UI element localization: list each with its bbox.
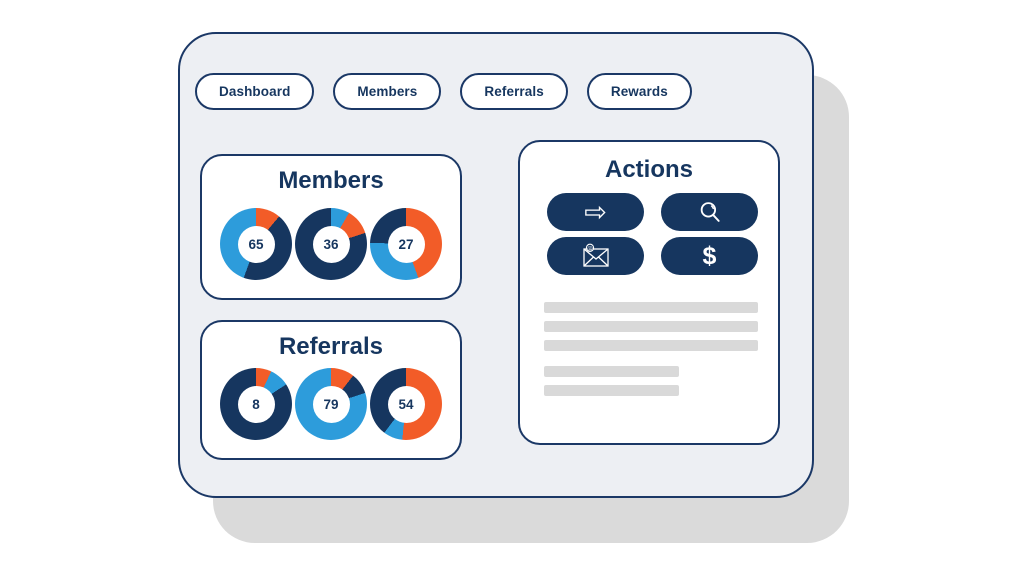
search-icon	[697, 199, 723, 225]
donut-value: 8	[252, 396, 260, 412]
placeholder-line	[544, 366, 679, 377]
referrals-donut-row: 8 79 54	[202, 368, 460, 440]
referrals-panel-title: Referrals	[278, 333, 384, 360]
email-action-button[interactable]: @	[547, 237, 644, 275]
donut-value: 65	[248, 236, 264, 252]
arrow-right-icon: ⇨	[584, 196, 607, 227]
dollar-icon: $	[702, 241, 717, 270]
referrals-donut-chart: 79	[295, 368, 367, 440]
members-donut-row: 65 36 27	[202, 208, 460, 280]
email-icon: @	[579, 243, 613, 269]
members-donut-chart: 65	[220, 208, 292, 280]
placeholder-line	[544, 340, 758, 351]
payment-action-button[interactable]: $	[661, 237, 758, 275]
members-panel: Members 65 36 27	[200, 154, 462, 300]
placeholder-line	[544, 302, 758, 313]
placeholder-line	[544, 321, 758, 332]
nav-tab-rewards[interactable]: Rewards	[586, 73, 692, 110]
members-panel-title: Members	[278, 167, 384, 194]
svg-text:@: @	[587, 246, 593, 252]
members-donut-chart: 36	[295, 208, 367, 280]
dashboard-window: Dashboard Members Referrals Rewards Memb…	[178, 32, 814, 498]
donut-value: 27	[398, 236, 414, 252]
donut-value: 36	[323, 236, 339, 252]
nav-tab-dashboard[interactable]: Dashboard	[195, 73, 315, 110]
forward-action-button[interactable]: ⇨	[547, 193, 644, 231]
actions-panel-title: Actions	[604, 156, 693, 183]
actions-button-grid: ⇨	[547, 193, 758, 275]
placeholder-line	[544, 385, 679, 396]
referrals-donut-chart: 8	[220, 368, 292, 440]
text-placeholder-block	[544, 302, 758, 404]
donut-value: 54	[398, 396, 414, 412]
search-action-button[interactable]	[661, 193, 758, 231]
referrals-donut-chart: 54	[370, 368, 442, 440]
top-nav: Dashboard Members Referrals Rewards	[195, 73, 692, 110]
donut-value: 79	[323, 396, 339, 412]
referrals-panel: Referrals 8 79 54	[200, 320, 462, 460]
actions-panel: Actions ⇨	[518, 140, 780, 445]
members-donut-chart: 27	[370, 208, 442, 280]
nav-tab-referrals[interactable]: Referrals	[460, 73, 568, 110]
nav-tab-members[interactable]: Members	[333, 73, 442, 110]
